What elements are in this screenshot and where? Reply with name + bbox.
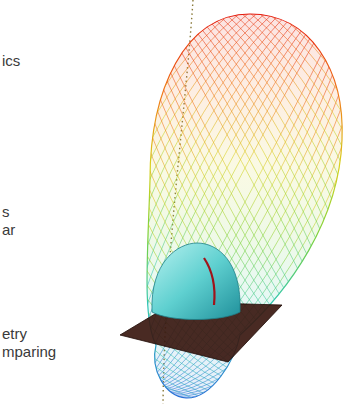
mesh-line [59,0,345,404]
mesh-line [116,0,345,399]
mesh-line [109,0,345,403]
mesh-line [38,0,345,404]
mesh-line [95,0,345,404]
mesh-line [81,0,345,404]
mesh-line [17,0,345,404]
mesh-line [66,0,345,404]
mesh-line [45,0,345,404]
mesh-line [109,0,345,403]
text-fragment: mparing [2,343,56,360]
mesh-line [3,0,345,404]
mesh-line [10,0,345,404]
mesh-line [81,0,345,404]
text-fragment: s [2,203,10,220]
mesh-line [31,0,345,404]
mesh-line [52,0,345,404]
mesh-line [73,0,345,404]
feed-line [204,258,215,305]
text-fragment: ar [2,221,15,238]
mesh-line [45,0,345,404]
mesh-line [31,0,345,404]
text-fragment: ics [2,52,20,69]
mesh-line [24,0,345,404]
mesh-line [24,0,345,404]
mesh-line [38,0,345,404]
antenna-dome [152,243,240,320]
mesh-line [10,0,345,404]
mesh-line [95,0,345,404]
mesh-line [52,0,345,404]
mesh-line [73,0,345,404]
text-fragment: etry [2,325,27,342]
mesh-line [3,0,345,404]
mesh-line [102,0,345,404]
mesh-line [66,0,345,404]
mesh-line [59,0,345,404]
mesh-line [17,0,345,404]
